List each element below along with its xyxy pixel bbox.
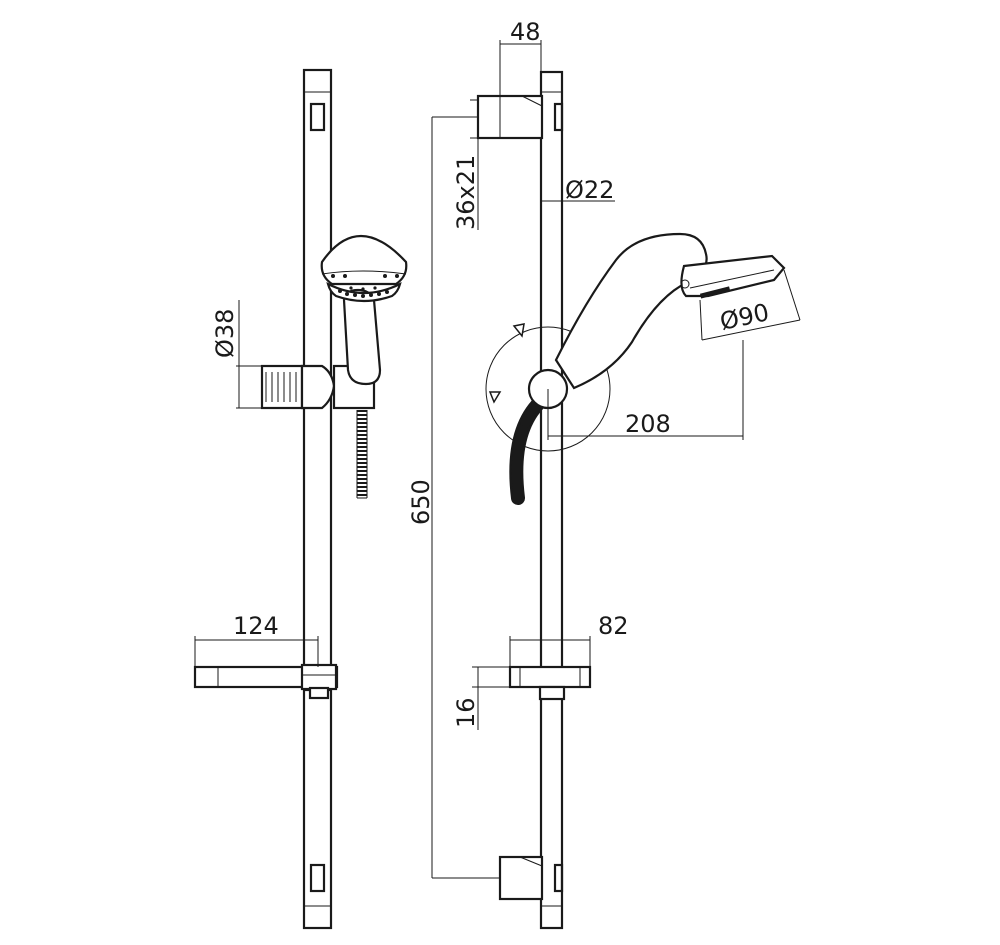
dim-rail-diameter: Ø22 [541, 176, 615, 204]
rail-length-label: 650 [407, 479, 435, 525]
front-handset [320, 235, 408, 386]
side-soap-dish [508, 665, 592, 701]
front-head-nozzles [331, 274, 399, 298]
front-rail-top-slot [309, 102, 326, 132]
side-head-nozzles [699, 286, 731, 299]
side-view: 48 36x21 Ø22 650 Ø90 [407, 18, 801, 930]
side-top-bracket [476, 94, 544, 140]
side-rail [539, 70, 564, 930]
side-handset [527, 232, 786, 410]
rail-diameter-label: Ø22 [565, 176, 614, 204]
front-soap-dish [193, 663, 339, 700]
dim-head-reach: 208 [547, 340, 744, 440]
soap-dish-depth-label: 82 [598, 612, 629, 640]
rotation-arrow-bottom [488, 391, 502, 404]
dim-soap-dish-height: 16 [452, 666, 510, 730]
front-rail-lower [302, 688, 333, 930]
bracket-size-label: 36x21 [452, 155, 480, 230]
dim-soap-dish-width: 124 [194, 612, 319, 667]
bracket-width-label: 48 [510, 18, 541, 46]
head-diameter-label: Ø90 [717, 298, 771, 336]
front-rail-bottom-slot [309, 863, 326, 893]
front-rail-top-cap [303, 69, 332, 93]
holder-diameter-label: Ø38 [211, 309, 239, 358]
front-view: Ø38 124 [193, 68, 408, 930]
head-reach-label: 208 [625, 410, 671, 438]
dim-bracket-size: 36x21 [452, 99, 480, 230]
dim-soap-dish-depth: 82 [509, 612, 629, 667]
rotation-arrow-top [512, 323, 525, 338]
dim-rail-length: 650 [407, 116, 500, 879]
soap-dish-width-label: 124 [233, 612, 279, 640]
dim-bracket-width: 48 [499, 18, 542, 96]
side-bottom-bracket [498, 855, 544, 901]
rotation-circle [485, 326, 611, 452]
dim-holder-diameter: Ø38 [211, 300, 262, 409]
soap-dish-height-label: 16 [452, 697, 480, 728]
